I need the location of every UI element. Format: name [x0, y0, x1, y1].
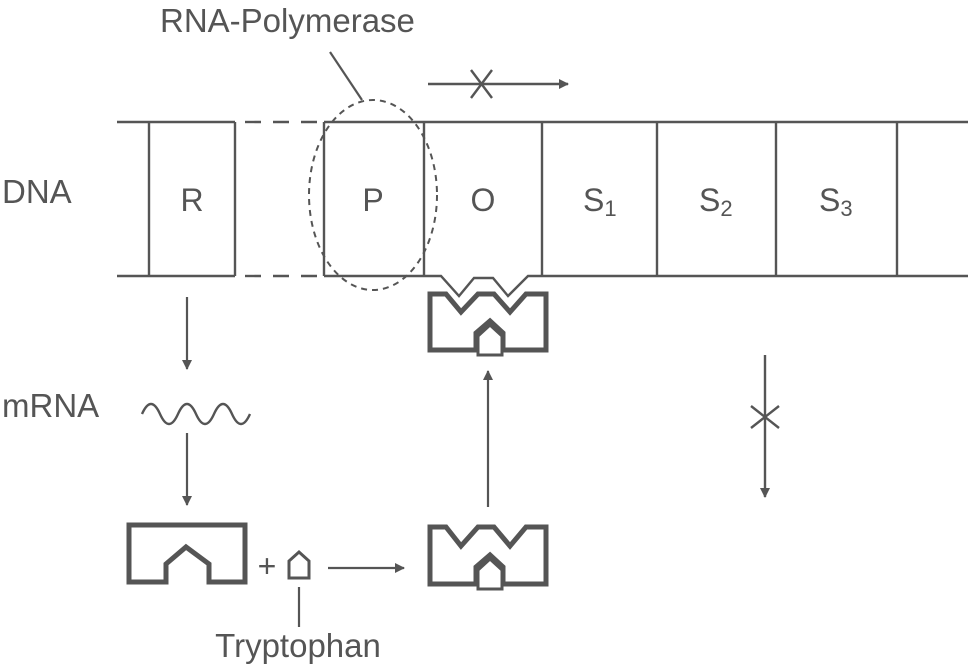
tryptophan-molecule-icon	[287, 549, 311, 580]
gene-s2-label: S2	[699, 182, 733, 221]
mrna-label: mRNA	[2, 387, 99, 424]
dna-label: DNA	[2, 173, 72, 210]
activated-repressor-icon	[427, 524, 549, 591]
gene-p-label: P	[362, 182, 383, 218]
gene-s3-label: S3	[819, 182, 853, 221]
gene-r-label: R	[180, 182, 203, 218]
rna-polymerase-shape	[308, 99, 438, 291]
plus-sign: +	[258, 548, 277, 584]
rna-polymerase-pointer	[329, 51, 363, 101]
rna-polymerase-label: RNA-Polymerase	[160, 2, 415, 39]
gene-s1-label: S1	[583, 182, 617, 221]
gene-o-label: O	[471, 182, 496, 218]
blocked-transcription-arrow	[428, 69, 569, 99]
bound-repressor-icon	[427, 291, 549, 357]
tryptophan-label: Tryptophan	[215, 627, 381, 664]
inactive-repressor-icon	[126, 522, 248, 585]
mrna-wave-icon	[140, 402, 252, 426]
blocked-translation-arrow	[750, 355, 780, 498]
